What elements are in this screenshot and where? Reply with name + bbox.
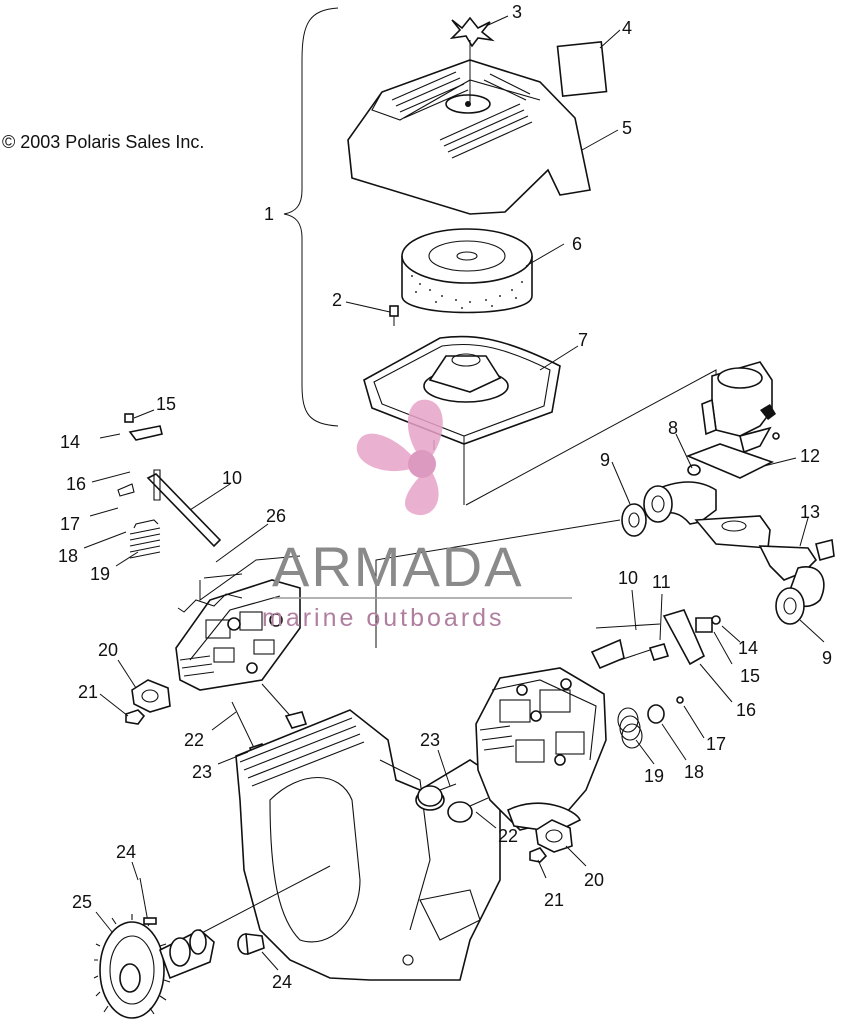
plug — [237, 933, 265, 956]
callout-21-left: 21 — [78, 682, 98, 702]
wing-nut — [449, 16, 495, 104]
callout-10-right: 10 — [618, 568, 638, 588]
carburetor — [701, 361, 780, 454]
callout-19-right: 19 — [644, 766, 664, 786]
callout-23-right: 23 — [420, 730, 440, 750]
air-cleaner-base — [363, 335, 561, 505]
callout-14-right: 14 — [738, 638, 758, 658]
callout-1: 1 — [264, 204, 274, 224]
callout-11: 11 — [652, 572, 671, 592]
callout-13: 13 — [800, 502, 820, 522]
watermark-logo — [356, 399, 443, 516]
watermark-subtitle: marine outboards — [262, 604, 505, 632]
rocker-arm-right — [595, 609, 721, 666]
callout-leaders — [83, 15, 825, 971]
valve-right — [417, 783, 489, 823]
callout-26: 26 — [266, 506, 286, 526]
callout-24-lower: 24 — [272, 972, 292, 992]
callout-17-right: 17 — [706, 734, 726, 754]
callout-17-left: 17 — [60, 514, 80, 534]
callout-9-lower: 9 — [822, 648, 832, 668]
propeller-blade-left — [356, 433, 414, 472]
callout-2: 2 — [332, 290, 342, 310]
watermark-title: ARMADA — [272, 535, 524, 598]
exhaust-gasket-right — [529, 819, 573, 863]
callout-25: 25 — [72, 892, 92, 912]
callout-10-left: 10 — [222, 468, 242, 488]
callout-12: 12 — [800, 446, 820, 466]
valve-spring-right — [617, 696, 684, 749]
callout-3: 3 — [512, 2, 522, 22]
camshaft — [159, 929, 215, 980]
callout-6: 6 — [572, 234, 582, 254]
copyright-notice: © 2003 Polaris Sales Inc. — [2, 132, 205, 152]
group-bracket — [283, 7, 339, 427]
intake-gasket — [621, 464, 805, 625]
callout-4: 4 — [622, 18, 632, 38]
air-filter-element — [401, 228, 533, 314]
camshaft-pin — [139, 877, 157, 925]
callout-5: 5 — [622, 118, 632, 138]
intake-manifold — [649, 443, 835, 608]
callout-21-right: 21 — [544, 890, 564, 910]
propeller-blade-right — [405, 472, 439, 516]
decal — [556, 40, 608, 98]
propeller-blade-top — [407, 399, 443, 458]
callout-20-right: 20 — [584, 870, 604, 890]
cam-gear — [93, 914, 171, 1019]
screw — [389, 305, 399, 326]
callout-15-left: 15 — [156, 394, 176, 414]
crankcase — [235, 709, 501, 981]
cylinder-head-left — [175, 579, 301, 691]
callout-18-right: 18 — [684, 762, 704, 782]
valve-spring-left — [129, 519, 161, 559]
callout-8: 8 — [668, 418, 678, 438]
callout-22-left: 22 — [184, 730, 204, 750]
callout-16-right: 16 — [736, 700, 756, 720]
callout-9-upper: 9 — [600, 450, 610, 470]
callout-7: 7 — [578, 330, 588, 350]
exhaust-gasket-left — [125, 679, 171, 725]
air-cleaner-cover — [347, 59, 591, 215]
callout-23-left: 23 — [192, 762, 212, 782]
callout-22-right: 22 — [498, 826, 518, 846]
callout-18-left: 18 — [58, 546, 78, 566]
propeller-hub — [408, 450, 436, 478]
callout-14-left: 14 — [60, 432, 80, 452]
rocker-arm-left — [99, 413, 222, 548]
callout-16-left: 16 — [66, 474, 86, 494]
callout-19-left: 19 — [90, 564, 110, 584]
callout-24-upper: 24 — [116, 842, 136, 862]
callout-15-right: 15 — [740, 666, 760, 686]
callout-20-left: 20 — [98, 640, 118, 660]
cylinder-head-right — [475, 638, 625, 833]
